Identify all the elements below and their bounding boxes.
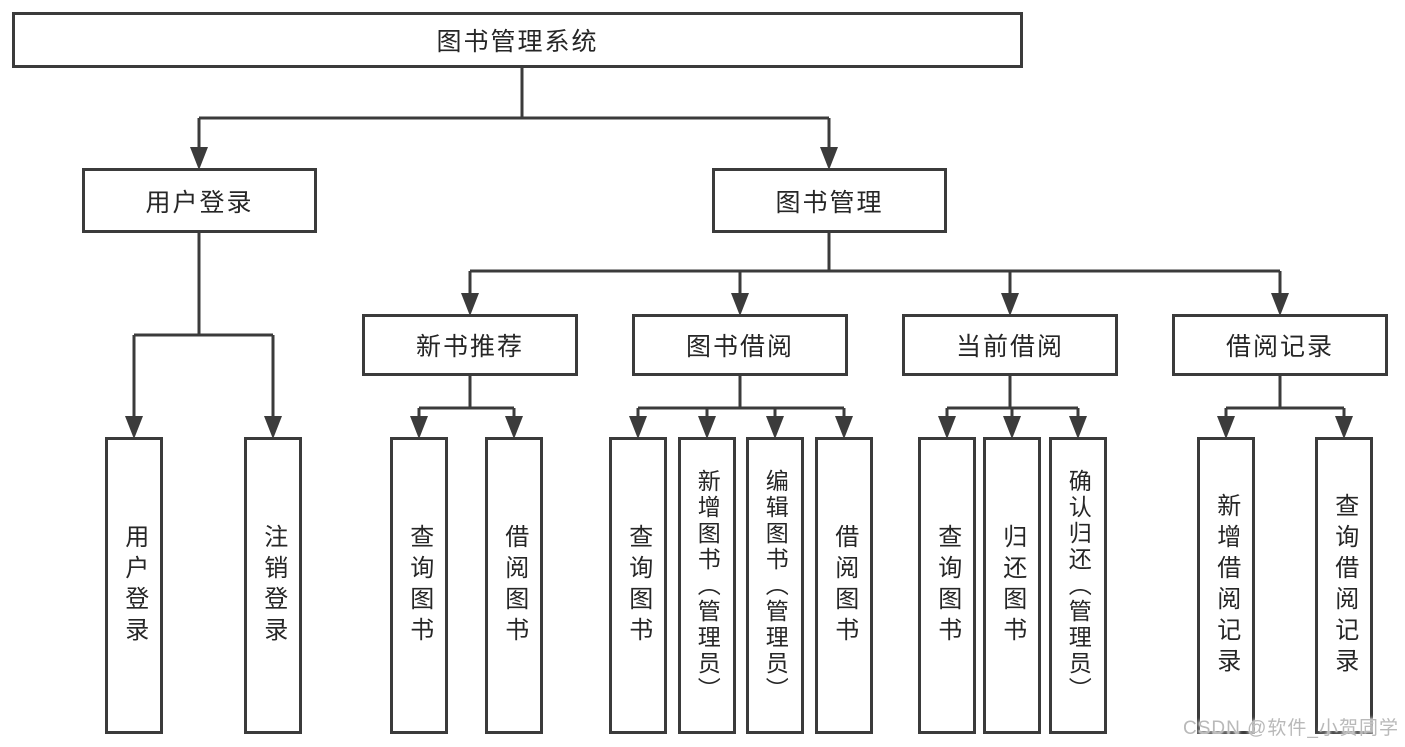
arrowhead [835, 416, 853, 439]
leaf-add-book-admin: 新增图书（管理员） [678, 437, 736, 734]
leaf-user-login: 用户登录 [105, 437, 163, 734]
leaf-query-book-current-label: 查询图书 [933, 523, 961, 648]
node-book-borrow-label: 图书借阅 [685, 333, 794, 361]
leaf-query-book-current: 查询图书 [918, 437, 976, 734]
arrowhead [410, 416, 428, 439]
arrowhead [461, 293, 479, 316]
arrowhead [1069, 416, 1087, 439]
leaf-return-book-label: 归还图书 [998, 523, 1026, 648]
arrowhead [698, 416, 716, 439]
node-borrow-record: 借阅记录 [1172, 314, 1388, 376]
arrowhead [938, 416, 956, 439]
arrowhead [820, 147, 838, 170]
arrowhead [1271, 293, 1289, 316]
leaf-edit-book-admin: 编辑图书（管理员） [746, 437, 804, 734]
node-user-login: 用户登录 [82, 168, 317, 233]
node-book-borrow: 图书借阅 [632, 314, 848, 376]
csdn-watermark: CSDN @软件_小贺同学 [1183, 718, 1399, 739]
leaf-add-borrow-record-label: 新增借阅记录 [1212, 492, 1240, 679]
leaf-logout: 注销登录 [244, 437, 302, 734]
leaf-borrow-book-recommend: 借阅图书 [485, 437, 543, 734]
leaf-confirm-return-admin-label: 确认归还（管理员） [1065, 468, 1092, 703]
leaf-query-book-recommend: 查询图书 [390, 437, 448, 734]
arrowhead [629, 416, 647, 439]
node-root: 图书管理系统 [12, 12, 1023, 68]
arrowhead [190, 147, 208, 170]
leaf-query-borrow-record: 查询借阅记录 [1315, 437, 1373, 734]
arrowhead [1335, 416, 1353, 439]
node-user-login-label: 用户登录 [145, 188, 254, 217]
arrowhead [731, 293, 749, 316]
leaf-query-book-recommend-label: 查询图书 [405, 523, 433, 648]
leaf-query-book-borrow: 查询图书 [609, 437, 667, 734]
arrowhead [125, 416, 143, 439]
leaf-edit-book-admin-label: 编辑图书（管理员） [762, 468, 789, 703]
node-root-label: 图书管理系统 [436, 28, 599, 56]
node-current-borrow-label: 当前借阅 [955, 333, 1064, 361]
node-new-book-recommend: 新书推荐 [362, 314, 578, 376]
node-borrow-record-label: 借阅记录 [1225, 333, 1334, 361]
node-new-book-recommend-label: 新书推荐 [415, 333, 524, 361]
leaf-borrow-book-recommend-label: 借阅图书 [500, 523, 528, 648]
arrowhead [264, 416, 282, 439]
leaf-query-book-borrow-label: 查询图书 [624, 523, 652, 648]
leaf-borrow-book-label: 借阅图书 [830, 523, 858, 648]
node-book-management-label: 图书管理 [775, 188, 884, 217]
arrowhead [1217, 416, 1235, 439]
node-current-borrow: 当前借阅 [902, 314, 1118, 376]
leaf-user-login-label: 用户登录 [120, 523, 148, 648]
arrowhead [1003, 416, 1021, 439]
leaf-query-borrow-record-label: 查询借阅记录 [1330, 492, 1358, 679]
leaf-add-book-admin-label: 新增图书（管理员） [694, 468, 721, 703]
arrowhead [766, 416, 784, 439]
arrowhead [505, 416, 523, 439]
node-book-management: 图书管理 [712, 168, 947, 233]
leaf-confirm-return-admin: 确认归还（管理员） [1049, 437, 1107, 734]
leaf-return-book: 归还图书 [983, 437, 1041, 734]
arrowhead [1001, 293, 1019, 316]
leaf-add-borrow-record: 新增借阅记录 [1197, 437, 1255, 734]
leaf-borrow-book: 借阅图书 [815, 437, 873, 734]
leaf-logout-label: 注销登录 [259, 523, 287, 648]
